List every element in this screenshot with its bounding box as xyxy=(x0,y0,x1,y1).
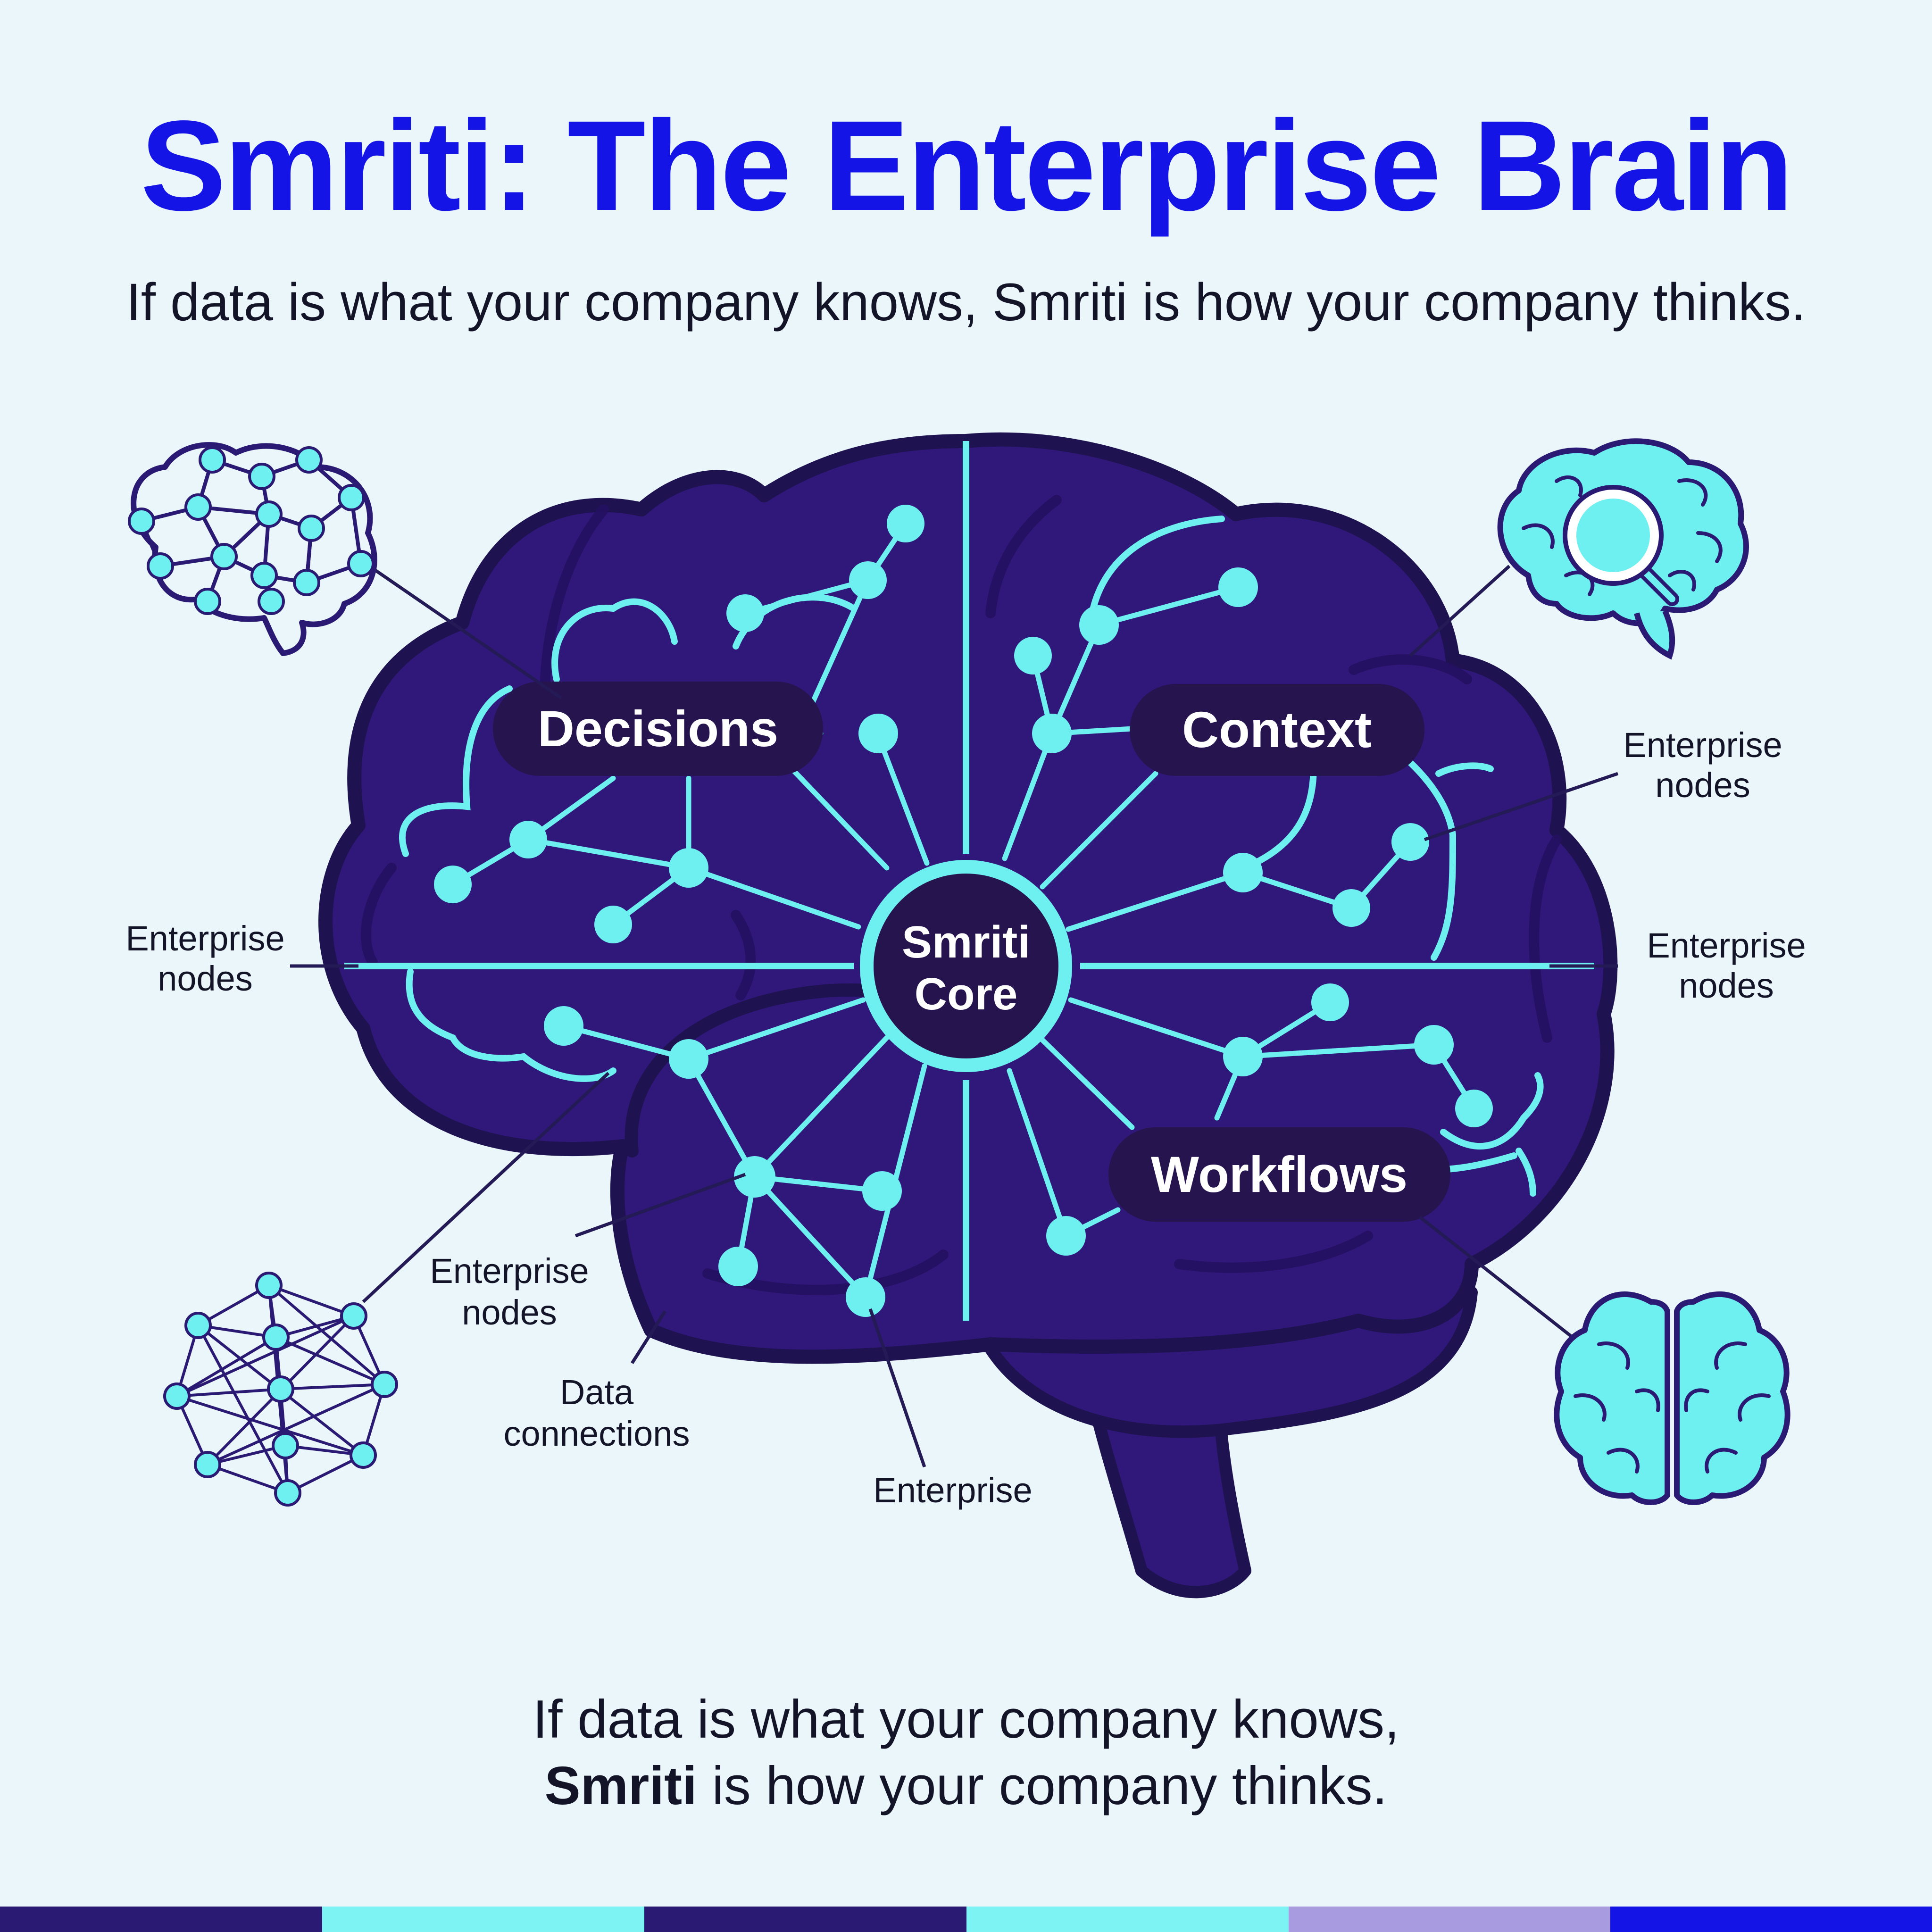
callout-data-connections-line1: Data xyxy=(560,1373,634,1412)
callout-top-right-line2: nodes xyxy=(1655,766,1750,805)
callout-top-right-line1: Enterprise xyxy=(1623,725,1782,765)
color-stripe-5 xyxy=(1289,1907,1610,1932)
brain-search-icon xyxy=(1497,438,1749,660)
region-decisions: Decisions xyxy=(493,682,823,776)
callout-right-line1: Enterprise xyxy=(1647,926,1806,965)
core-label-line2: Core xyxy=(915,969,1018,1019)
region-context: Context xyxy=(1130,684,1424,776)
brain-hemispheres-icon xyxy=(1554,1291,1790,1505)
region-context-label: Context xyxy=(1182,701,1372,758)
core-axes xyxy=(344,441,1594,1321)
page-subtitle: If data is what your company knows, Smri… xyxy=(126,273,1806,332)
region-decisions-label: Decisions xyxy=(538,700,778,757)
color-stripe-3 xyxy=(644,1907,966,1932)
callout-bottom: Enterprise xyxy=(873,1471,1032,1510)
footer-line2-rest: is how your company thinks. xyxy=(697,1756,1388,1816)
region-workflows: Workflows xyxy=(1108,1127,1450,1222)
network-sphere-icon xyxy=(163,1272,398,1507)
footer-line1: If data is what your company knows, xyxy=(533,1690,1399,1749)
smriti-core: Smriti Core xyxy=(860,860,1072,1072)
callout-bottom-left-line2: nodes xyxy=(462,1293,557,1332)
footer-tagline: If data is what your company knows, Smri… xyxy=(0,1686,1932,1820)
footer-brand: Smriti xyxy=(544,1756,697,1816)
footer-line2: Smriti is how your company thinks. xyxy=(0,1753,1932,1819)
color-stripe-2 xyxy=(322,1907,644,1932)
callout-left-line1: Enterprise xyxy=(125,919,284,958)
callout-right-line2: nodes xyxy=(1679,966,1774,1005)
color-stripe-4 xyxy=(966,1907,1289,1932)
callout-data-connections-line2: connections xyxy=(504,1414,690,1453)
callout-bottom-left-line1: Enterprise xyxy=(430,1251,589,1291)
color-stripe-6 xyxy=(1610,1907,1932,1932)
network-nodes xyxy=(434,505,1493,1317)
core-label-line1: Smriti xyxy=(902,917,1030,967)
network-brain-icon xyxy=(128,442,377,656)
page-title: Smriti: The Enterprise Brain xyxy=(140,94,1793,237)
region-workflows-label: Workflows xyxy=(1151,1146,1407,1203)
callout-lines xyxy=(290,565,1619,1468)
callout-left-line2: nodes xyxy=(158,959,253,998)
color-stripe-1 xyxy=(0,1907,322,1932)
